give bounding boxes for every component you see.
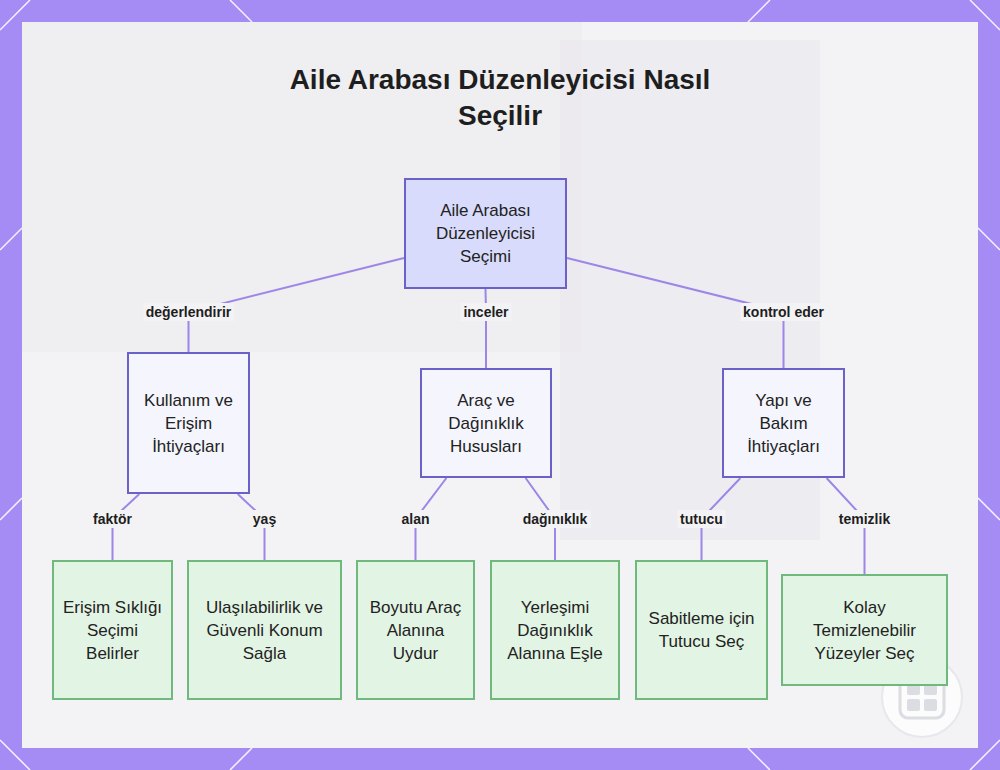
- text-stack: Aile Arabası Düzenleyicisi Seçimi: [414, 199, 557, 268]
- category-box: Araç ve Dağınıklık Hususları: [420, 368, 552, 478]
- node-text: Erişim Sıklığı Seçimi Belirler: [62, 596, 163, 665]
- text-stack: Yerleşimi Dağınıklık Alanına Eşle: [500, 596, 610, 665]
- edge-label: tutucu: [677, 510, 726, 528]
- action-box: Kolay Temizlenebilir Yüzeyler Seç: [781, 574, 948, 686]
- connector-line: [485, 289, 488, 368]
- category-box: Kullanım ve Erişim İhtiyaçları: [127, 352, 250, 494]
- node-text: Araç ve Dağınıklık Hususları: [430, 389, 542, 458]
- node-text: Kolay Temizlenebilir Yüzeyler Seç: [791, 596, 938, 665]
- node-text: Yapı ve Bakım İhtiyaçları: [732, 389, 835, 458]
- edge-label: inceler: [460, 303, 511, 321]
- edge-label: alan: [398, 510, 432, 528]
- action-box: Yerleşimi Dağınıklık Alanına Eşle: [490, 560, 620, 700]
- edge-label: değerlendirir: [143, 303, 235, 321]
- text-stack: Ulaşılabilirlik ve Güvenli Konum Sağla: [197, 596, 332, 665]
- edge-label: faktör: [90, 510, 135, 528]
- category-box: Yapı ve Bakım İhtiyaçları: [722, 368, 845, 478]
- text-stack: Boyutu Araç Alanına Uydur: [366, 596, 465, 665]
- node-text: Kullanım ve Erişim İhtiyaçları: [137, 389, 240, 458]
- node-text: Aile Arabası Düzenleyicisi Seçimi: [414, 199, 557, 268]
- root-box: Aile Arabası Düzenleyicisi Seçimi: [404, 178, 567, 289]
- node-text: Yerleşimi Dağınıklık Alanına Eşle: [500, 596, 610, 665]
- edge-label: dağınıklık: [520, 510, 591, 528]
- text-stack: Kolay Temizlenebilir Yüzeyler Seç: [791, 596, 938, 665]
- action-box: Boyutu Araç Alanına Uydur: [356, 560, 475, 700]
- text-stack: Kullanım ve Erişim İhtiyaçları: [137, 389, 240, 458]
- edge-label: temizlik: [836, 510, 893, 528]
- edge-label: kontrol eder: [740, 303, 827, 321]
- edge-label: yaş: [250, 510, 279, 528]
- node-text: Ulaşılabilirlik ve Güvenli Konum Sağla: [197, 596, 332, 665]
- text-stack: Yapı ve Bakım İhtiyaçları: [732, 389, 835, 458]
- text-stack: Sabitleme için Tutucu Seç: [645, 607, 758, 653]
- diagram-title: Aile Arabası Düzenleyicisi Nasıl Seçilir: [250, 62, 750, 134]
- action-box: Erişim Sıklığı Seçimi Belirler: [52, 560, 173, 700]
- text-stack: Araç ve Dağınıklık Hususları: [430, 389, 542, 458]
- node-text: Sabitleme için Tutucu Seç: [645, 607, 758, 653]
- node-text: Boyutu Araç Alanına Uydur: [366, 596, 465, 665]
- action-box: Sabitleme için Tutucu Seç: [635, 560, 768, 700]
- text-stack: Erişim Sıklığı Seçimi Belirler: [62, 596, 163, 665]
- action-box: Ulaşılabilirlik ve Güvenli Konum Sağla: [187, 560, 342, 700]
